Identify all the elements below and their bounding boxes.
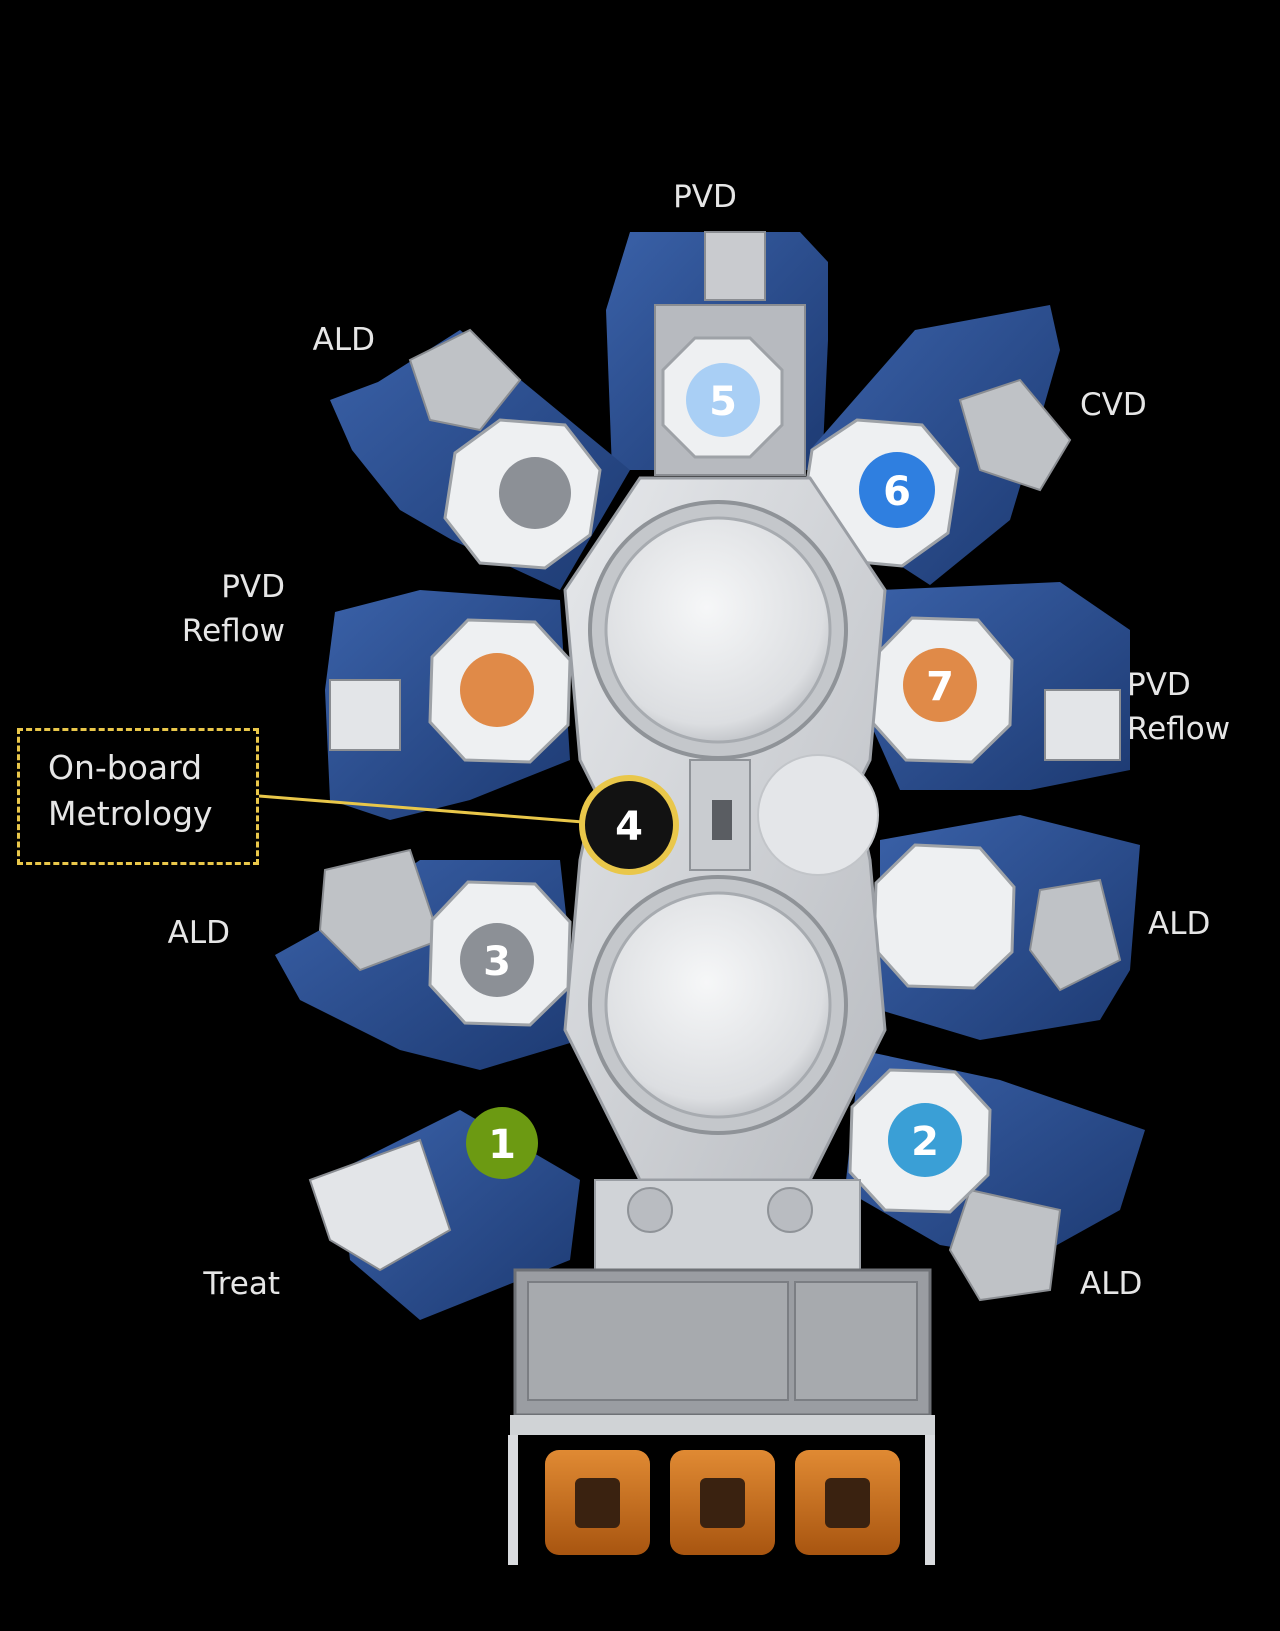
load-port-3 <box>795 1450 900 1555</box>
wafer-6: 6 <box>859 452 935 528</box>
metrology-label-line2: Metrology <box>48 791 213 837</box>
metrology-callout-text: On-board Metrology <box>48 745 213 837</box>
wafer-number-7: 7 <box>926 664 954 710</box>
metrology-callout-box: On-board Metrology <box>17 728 259 865</box>
label-ald-bottom-right: ALD <box>1080 1262 1142 1306</box>
metrology-label-line1: On-board <box>48 745 213 791</box>
label-ald-top-left: ALD <box>265 318 375 362</box>
label-cvd: CVD <box>1080 383 1147 427</box>
label-pvd-reflow-right-line2: Reflow <box>1127 707 1230 751</box>
label-pvd-top: PVD <box>650 175 760 219</box>
wafer-number-2: 2 <box>911 1119 939 1165</box>
load-port-1 <box>545 1450 650 1555</box>
wafer-number-5: 5 <box>709 379 737 425</box>
label-ald-left: ALD <box>120 911 230 955</box>
metrology-number-4: 4 <box>615 804 643 850</box>
load-port-2 <box>670 1450 775 1555</box>
wafer-number-6: 6 <box>883 469 911 515</box>
wafer-pvd-reflow-left <box>460 653 534 727</box>
wafer-3: 3 <box>460 923 534 997</box>
mainframe <box>565 478 885 1270</box>
metrology-wafer-4: 4 <box>582 778 676 872</box>
wafer-2: 2 <box>888 1103 962 1177</box>
label-pvd-reflow-left-line2: Reflow <box>140 609 285 653</box>
wafer-number-3: 3 <box>483 939 511 985</box>
label-pvd-reflow-right: PVD Reflow <box>1127 663 1230 751</box>
wafer-5: 5 <box>686 363 760 437</box>
wafer-ald-top-left <box>499 457 571 529</box>
wafer-1: 1 <box>466 1107 538 1179</box>
load-ports <box>545 1450 900 1555</box>
label-pvd-reflow-right-line1: PVD <box>1127 663 1230 707</box>
label-pvd-reflow-left-line1: PVD <box>140 565 285 609</box>
wafer-number-1: 1 <box>488 1122 516 1168</box>
label-treat: Treat <box>150 1262 280 1306</box>
label-pvd-reflow-left: PVD Reflow <box>140 565 285 653</box>
label-ald-right: ALD <box>1148 902 1210 946</box>
wafer-7: 7 <box>903 648 977 722</box>
